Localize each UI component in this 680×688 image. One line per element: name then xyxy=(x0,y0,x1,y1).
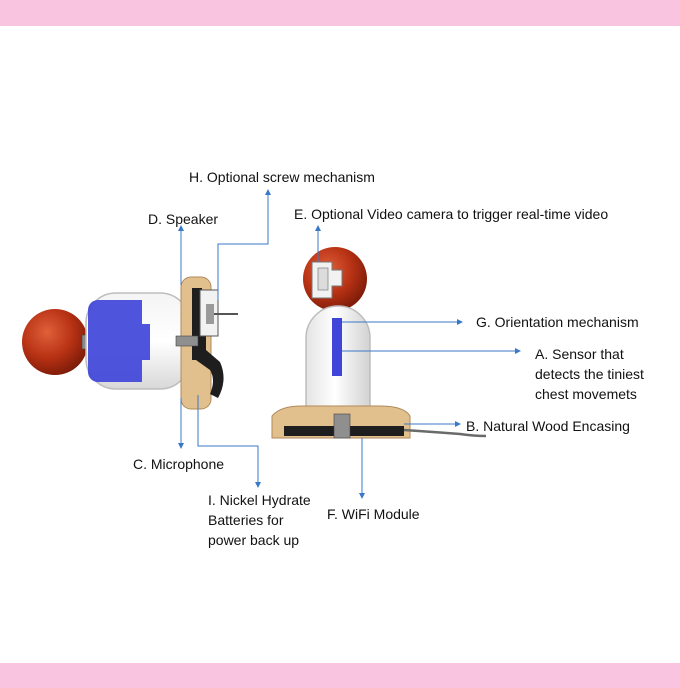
label-sensor-line-1: A. Sensor that xyxy=(535,346,624,362)
right-cable xyxy=(403,428,487,438)
right-sensor xyxy=(332,318,342,376)
label-screw-mechanism: H. Optional screw mechanism xyxy=(189,169,375,185)
label-batteries-line-3: power back up xyxy=(208,532,300,548)
leader-h xyxy=(217,189,271,300)
leader-i xyxy=(197,395,261,488)
left-battery xyxy=(88,300,150,382)
label-sensor-line-2: detects the tiniest xyxy=(535,366,644,382)
left-microphone xyxy=(175,335,199,347)
leader-lines xyxy=(178,189,521,499)
label-sensor-line-3: chest movemets xyxy=(535,386,637,402)
top-pink-band xyxy=(0,0,680,26)
label-orientation-mechanism: G. Orientation mechanism xyxy=(476,314,639,330)
label-batteries-line-2: Batteries for xyxy=(208,512,284,528)
label-video-camera: E. Optional Video camera to trigger real… xyxy=(294,206,609,222)
right-device xyxy=(271,247,487,439)
right-camera-lens xyxy=(317,267,329,291)
left-screw-head xyxy=(206,304,214,324)
label-speaker: D. Speaker xyxy=(148,211,219,227)
label-microphone: C. Microphone xyxy=(133,456,225,472)
right-wifi-module xyxy=(333,413,351,439)
label-wifi-module: F. WiFi Module xyxy=(327,506,420,522)
label-wood-encasing: B. Natural Wood Encasing xyxy=(466,418,630,434)
left-red-ball xyxy=(22,309,88,375)
label-batteries-line-1: I. Nickel Hydrate xyxy=(208,492,311,508)
bottom-pink-band xyxy=(0,663,680,688)
left-device xyxy=(22,276,238,410)
